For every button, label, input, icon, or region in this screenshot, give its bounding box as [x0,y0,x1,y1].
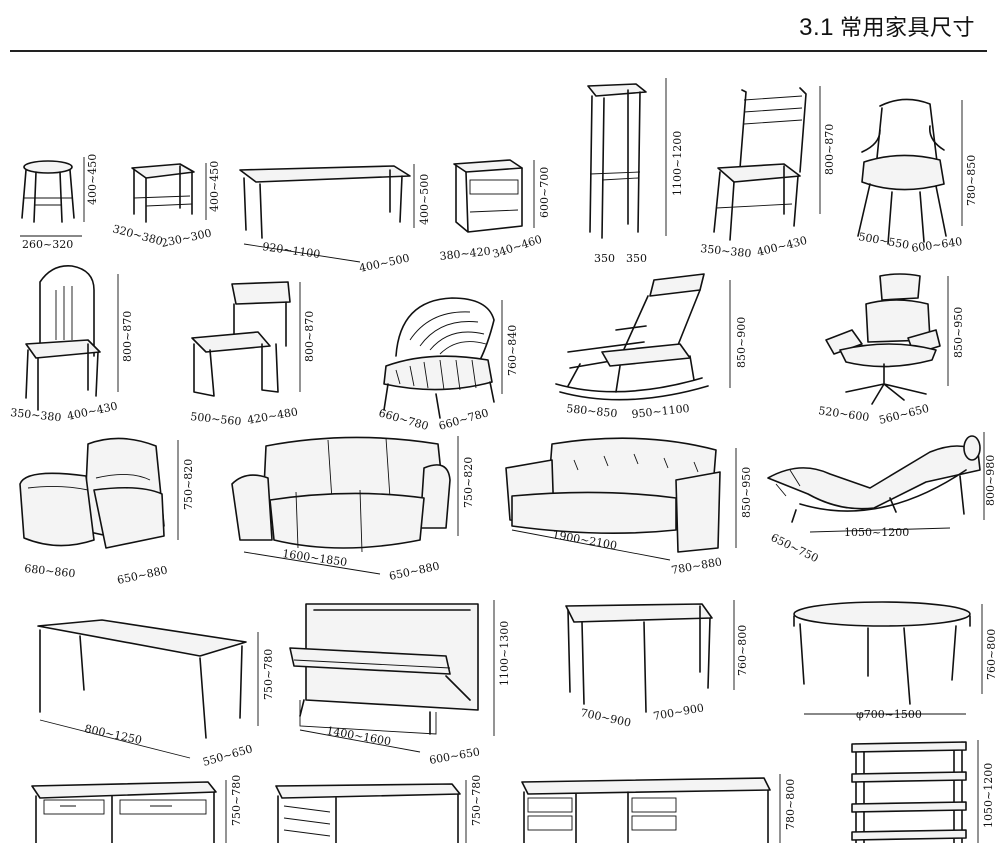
dim-label: 500~560 [190,410,242,428]
dim-label: 340~460 [491,233,544,261]
dim-label: 400~500 [418,174,431,225]
dim-label: 400~450 [208,161,221,212]
round-table: 760~800 φ700~1500 [793,601,997,721]
dim-label: 1100~1200 [671,131,684,196]
chaise-lounge: 800~980 650~750 1050~1200 [767,432,997,565]
dim-label: 420~480 [246,405,299,427]
dim-label: 600~650 [428,745,481,767]
header-rule [10,50,987,52]
dim-label: 780~880 [670,555,723,577]
dim-label: 750~780 [262,649,275,700]
dim-label: 780~850 [965,155,978,206]
dim-label: 650~880 [388,560,441,583]
dim-label: 400~500 [358,252,411,275]
section-title: 常用家具尺寸 [839,16,975,41]
dim-label: 660~780 [437,406,490,433]
tube-chair: 800~870 500~560 420~480 [190,281,316,428]
dim-label: 700~900 [579,706,632,729]
dim-label: 750~780 [470,775,483,826]
dim-label: 800~870 [303,311,316,362]
bench-table: 400~500 920~1100 400~500 [239,164,431,275]
shelf-unit: 1050~1200 [851,740,995,843]
square-stool: 400~450 320~380 230~300 [111,161,221,250]
dim-label: 260~320 [22,238,73,251]
ladder-chair: 800~870 350~380 400~430 [700,86,836,260]
dim-label: φ700~1500 [856,708,922,721]
dim-label: 650~750 [769,531,821,565]
dim-label: 600~640 [911,235,964,255]
night-cabinet: 600~700 380~420 340~460 [439,159,551,263]
dim-label: 750~820 [462,457,475,508]
dim-label: 1050~1200 [982,763,995,828]
dim-label: 350 [594,252,615,265]
dim-label: 1100~1300 [498,621,511,686]
dim-label: 400~450 [86,154,99,205]
dim-label: 800~1250 [83,722,143,747]
long-table: 750~780 800~1250 550~650 [37,619,275,769]
armchair: 780~850 500~550 600~640 [857,98,978,255]
dim-label: 400~430 [756,234,809,259]
dim-label: 920~1100 [262,240,321,261]
plant-stand: 1100~1200 350 350 [587,78,684,265]
dim-label: 400~430 [66,400,119,423]
dim-label: 350 [626,252,647,265]
section-number: 3.1 [799,14,834,41]
dim-label: 660~780 [377,406,430,433]
dim-label: 760~800 [736,625,749,676]
dim-label: 950~1100 [631,402,690,421]
dim-label: 560~650 [878,402,931,427]
round-stool: 400~450 260~320 [20,154,99,251]
dim-label: 800~980 [984,455,997,506]
desk-left: 750~780 [31,775,243,843]
dim-label: 780~800 [784,779,797,830]
tall-back-chair: 800~870 350~380 400~430 [10,265,134,424]
dim-label: 760~800 [985,629,997,680]
dim-label: 1400~1600 [325,724,391,748]
rocking-chair: 850~900 580~850 950~1100 [555,273,748,421]
dim-label: 850~950 [952,307,965,358]
dim-label: 760~840 [506,325,519,376]
dim-label: 850~950 [740,467,753,518]
upright-piano: 1100~1300 1400~1600 600~650 [289,600,511,767]
single-sofa: 750~820 680~860 650~880 [19,437,195,587]
dim-label: 320~380 [111,222,164,248]
dim-label: 350~380 [700,242,752,260]
dim-label: 1050~1200 [844,526,909,539]
dim-label: 580~850 [566,402,618,420]
desk-middle: 750~780 [275,775,483,843]
dim-label: 750~820 [182,459,195,510]
dim-label: 380~420 [439,245,491,263]
office-chair: 850~950 520~600 560~650 [818,273,965,427]
dim-label: 800~870 [823,124,836,175]
dim-label: 550~650 [201,742,254,769]
tufted-sofa: 850~950 1900~2100 780~880 [505,437,753,577]
dim-label: 650~880 [116,564,169,587]
dim-label: 350~380 [10,406,62,424]
wicker-chair: 760~840 660~780 660~780 [377,297,519,433]
dim-label: 800~870 [121,311,134,362]
dim-label: 680~860 [24,562,76,580]
square-table: 760~800 700~900 700~900 [565,600,749,730]
desk-right: 780~800 [521,774,797,843]
dim-label: 1600~1850 [282,547,348,569]
dim-label: 500~550 [857,230,910,252]
dim-label: 230~300 [160,227,213,250]
dim-label: 850~900 [735,317,748,368]
dim-label: 520~600 [818,404,871,424]
dim-label: 700~900 [652,701,705,723]
three-seat-sofa: 750~820 1600~1850 650~880 [231,436,475,583]
dim-label: 750~780 [230,775,243,826]
dim-label: 600~700 [538,167,551,218]
